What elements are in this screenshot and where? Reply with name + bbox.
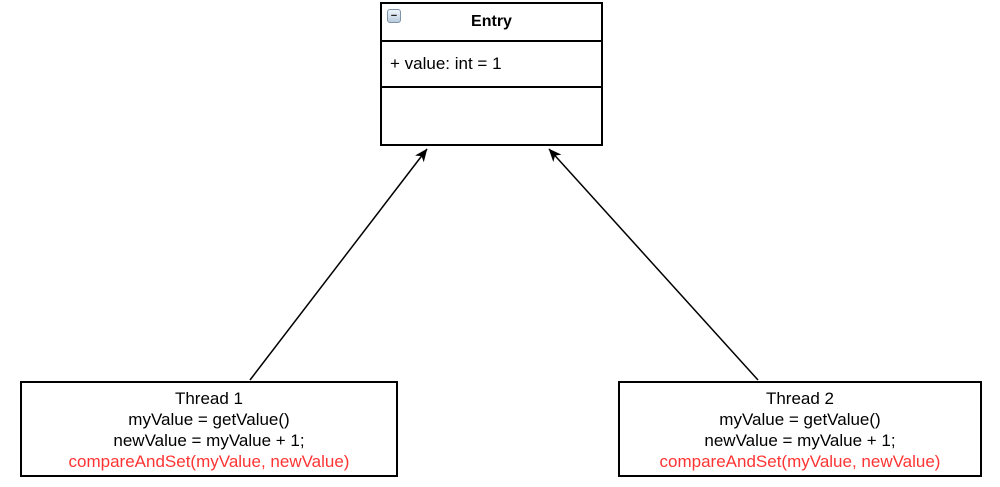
thread1-code-line-1: myValue = getValue() <box>128 410 290 429</box>
thread1-code-line-2: newValue = myValue + 1; <box>113 431 305 450</box>
thread2-code-line-highlight: compareAndSet(myValue, newValue) <box>659 452 941 471</box>
thread1-code-line-highlight: compareAndSet(myValue, newValue) <box>68 452 350 471</box>
entry-class-node[interactable]: − Entry + value: int = 1 <box>380 2 603 146</box>
thread2-code-line-1: myValue = getValue() <box>719 410 881 429</box>
arrow-thread2-to-entry[interactable] <box>548 148 759 381</box>
thread1-node[interactable]: Thread 1 myValue = getValue() newValue =… <box>20 381 398 477</box>
minus-icon: − <box>390 10 398 22</box>
class-attribute: + value: int = 1 <box>390 54 502 73</box>
thread2-code-line-2: newValue = myValue + 1; <box>704 431 896 450</box>
class-title-compartment: − Entry <box>382 4 601 42</box>
thread2-title: Thread 2 <box>765 389 835 408</box>
collapse-toggle-button[interactable]: − <box>387 9 401 23</box>
class-name: Entry <box>471 13 512 30</box>
thread1-title: Thread 1 <box>174 389 244 408</box>
thread2-node[interactable]: Thread 2 myValue = getValue() newValue =… <box>618 381 982 477</box>
class-operations-compartment <box>382 88 601 144</box>
arrow-thread1-to-entry[interactable] <box>249 148 428 381</box>
class-attributes-compartment: + value: int = 1 <box>382 42 601 88</box>
